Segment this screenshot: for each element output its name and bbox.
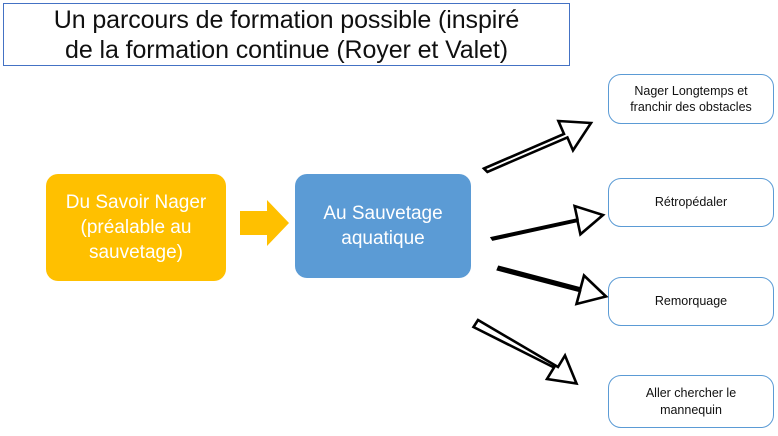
- outcome-2-line-1: Rétropédaler: [654, 195, 728, 210]
- outcome-1-line-1: Nager Longtemps et: [634, 83, 748, 98]
- process-box-sauvetage-aquatique-label: Au Sauvetage aquatique: [323, 201, 442, 251]
- savoir-nager-line-1: Du Savoir Nager: [65, 192, 207, 213]
- outcome-box-retropedaler[interactable]: Rétropédaler: [608, 178, 774, 227]
- outcome-box-aller-chercher-mannequin-label: Aller chercher le mannequin: [646, 385, 736, 418]
- outcome-3-line-1: Remorquage: [654, 294, 728, 309]
- sauvetage-line-1: Au Sauvetage: [323, 203, 443, 224]
- right-block-arrow-icon-2: [489, 204, 606, 241]
- outcome-4-line-2: mannequin: [660, 402, 722, 417]
- down-right-block-arrow-icon-2: [471, 318, 579, 386]
- right-block-arrow-icon: [240, 200, 289, 246]
- down-right-block-arrow-icon: [496, 265, 609, 306]
- savoir-nager-line-2: (préalable au: [80, 217, 192, 238]
- outcome-1-line-2: franchir des obstacles: [630, 100, 752, 114]
- outcome-box-aller-chercher-mannequin[interactable]: Aller chercher le mannequin: [608, 375, 774, 428]
- outcome-box-remorquage[interactable]: Remorquage: [608, 277, 774, 326]
- slide-title-line-2: de la formation continue (Royer et Valet…: [65, 35, 508, 64]
- slide-title-line-1: Un parcours de formation possible (inspi…: [53, 5, 520, 34]
- outcome-4-line-1: Aller chercher le: [645, 386, 737, 400]
- outcome-box-remorquage-label: Remorquage: [655, 293, 727, 310]
- process-box-savoir-nager[interactable]: Du Savoir Nager (préalable au sauvetage): [46, 174, 226, 281]
- outcome-box-retropedaler-label: Rétropédaler: [655, 194, 727, 211]
- process-box-sauvetage-aquatique[interactable]: Au Sauvetage aquatique: [295, 174, 471, 278]
- slide-title-box: Un parcours de formation possible (inspi…: [3, 3, 570, 66]
- outcome-box-nager-longtemps[interactable]: Nager Longtemps et franchir des obstacle…: [608, 74, 774, 124]
- outcome-box-nager-longtemps-label: Nager Longtemps et franchir des obstacle…: [630, 83, 752, 116]
- page-title: Un parcours de formation possible (inspi…: [53, 5, 520, 65]
- process-box-savoir-nager-label: Du Savoir Nager (préalable au sauvetage): [66, 190, 206, 265]
- sauvetage-line-2: aquatique: [341, 228, 425, 249]
- up-right-block-arrow-icon: [481, 119, 594, 174]
- savoir-nager-line-3: sauvetage): [88, 242, 183, 263]
